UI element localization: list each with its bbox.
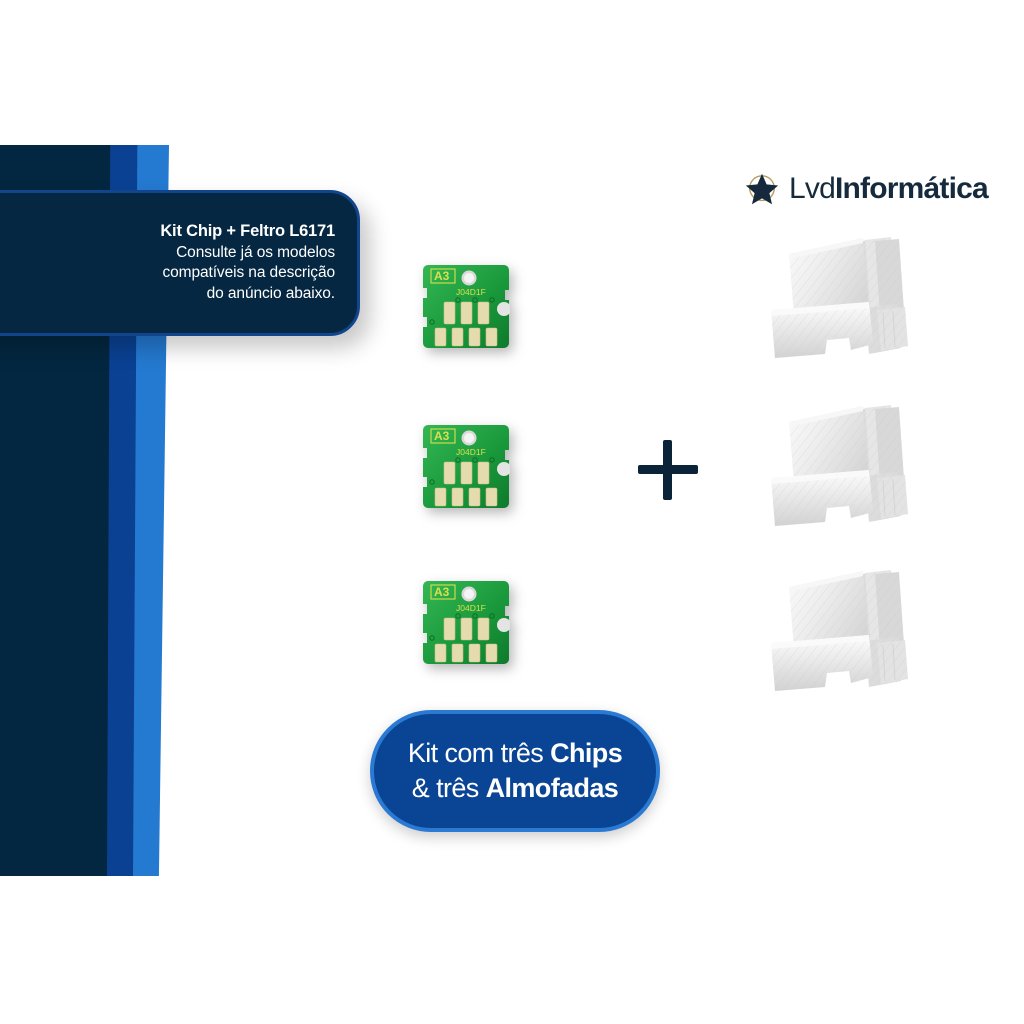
kit-badge-line-2: & três Almofadas [411,771,619,806]
plus-icon [638,440,698,500]
kit-badge-line-1: Kit com três Chips [407,736,623,771]
chip-3: A3 J04D1F [422,578,510,670]
title-line-4: do anúncio abaixo. [206,285,335,303]
felt-pad-2 [765,400,915,540]
felt-pad-3 [765,565,915,705]
brand-name-bold: Informática [834,172,989,205]
title-line-2: Consulte já os modelos [176,243,335,261]
svg-text:J04D1F: J04D1F [456,447,486,457]
svg-text:A3: A3 [434,269,450,283]
chip-1: A3 J04D1F [422,262,510,354]
svg-text:J04D1F: J04D1F [456,603,486,613]
brand-name: LvdInformática [789,172,989,206]
title-card: Kit Chip + Feltro L6171 Consulte já os m… [0,190,360,336]
kit-badge-line-1-bold: Chips [550,738,623,769]
title-heading: Kit Chip + Feltro L6171 [160,221,335,240]
kit-badge-line-2-light: & três [411,773,486,803]
brand-name-light: Lvd [789,172,836,205]
kit-badge: Kit com três Chips & três Almofadas [370,710,660,832]
star-icon [745,172,779,206]
svg-text:J04D1F: J04D1F [456,287,486,297]
chip-2: A3 J04D1F [422,422,510,514]
svg-text:A3: A3 [434,585,450,599]
brand-logo: LvdInformática [745,172,989,206]
kit-badge-line-1-light: Kit com três [407,738,551,769]
kit-badge-line-2-bold: Almofadas [485,773,619,803]
title-line-3: compatíveis na descrição [162,264,336,282]
svg-text:A3: A3 [434,429,450,443]
felt-pad-1 [765,232,915,372]
